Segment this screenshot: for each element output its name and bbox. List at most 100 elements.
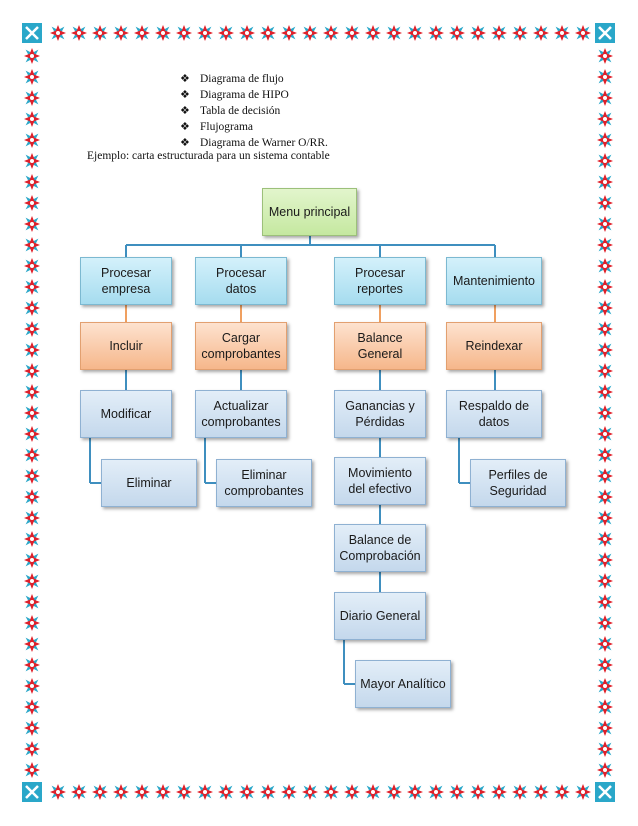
star-motif-icon [554,784,570,800]
actualizar-comprobantes-node: Actualizar comprobantes [195,390,287,438]
star-motif-icon [597,300,613,316]
star-motif-icon [597,216,613,232]
star-motif-icon [597,720,613,736]
star-motif-icon [239,784,255,800]
list-item: ❖Diagrama de Warner O/RR. [180,137,328,149]
star-motif-icon [491,25,507,41]
four-diamond-bullet-icon: ❖ [180,73,190,85]
star-motif-icon [24,195,40,211]
star-motif-icon [24,636,40,652]
star-motif-icon [176,784,192,800]
star-motif-icon [113,25,129,41]
star-motif-icon [449,25,465,41]
incluir-node: Incluir [80,322,172,370]
star-motif-icon [92,25,108,41]
star-motif-icon [597,195,613,211]
star-motif-icon [365,25,381,41]
star-motif-icon [24,405,40,421]
star-motif-icon [597,384,613,400]
star-motif-icon [597,132,613,148]
star-motif-icon [428,25,444,41]
star-motif-icon [197,25,213,41]
star-motif-icon [597,678,613,694]
reindexar-node: Reindexar [446,322,542,370]
four-diamond-bullet-icon: ❖ [180,105,190,117]
star-motif-icon [597,237,613,253]
mayor-analitico-node: Mayor Analítico [355,660,451,708]
star-motif-icon [597,447,613,463]
star-motif-icon [24,531,40,547]
star-motif-icon [575,25,591,41]
star-motif-icon [597,405,613,421]
respaldo-datos-node: Respaldo de datos [446,390,542,438]
star-motif-icon [260,25,276,41]
star-motif-icon [597,174,613,190]
star-motif-icon [24,594,40,610]
star-motif-icon [24,279,40,295]
star-motif-icon [113,784,129,800]
procesar-datos-node: Procesar datos [195,257,287,305]
corner-cross-icon [598,26,612,40]
star-motif-icon [24,216,40,232]
star-motif-icon [24,615,40,631]
star-motif-icon [24,573,40,589]
star-motif-icon [239,25,255,41]
star-motif-icon [597,552,613,568]
star-motif-icon [470,25,486,41]
star-motif-icon [512,784,528,800]
star-motif-icon [386,784,402,800]
procesar-reportes-node: Procesar reportes [334,257,426,305]
star-motif-icon [71,784,87,800]
star-motif-icon [597,531,613,547]
star-motif-icon [50,25,66,41]
list-item: ❖Diagrama de flujo [180,73,284,85]
star-motif-icon [575,784,591,800]
corner-cross-icon [25,26,39,40]
star-motif-icon [24,342,40,358]
star-motif-icon [24,447,40,463]
eliminar-comprobantes-node: Eliminar comprobantes [216,459,312,507]
mantenimiento-node: Mantenimiento [446,257,542,305]
cargar-comprobantes-node: Cargar comprobantes [195,322,287,370]
star-motif-icon [428,784,444,800]
star-motif-icon [24,678,40,694]
star-motif-icon [365,784,381,800]
star-motif-icon [597,363,613,379]
four-diamond-bullet-icon: ❖ [180,121,190,133]
star-motif-icon [24,510,40,526]
star-motif-icon [92,784,108,800]
star-motif-icon [24,69,40,85]
star-motif-icon [24,153,40,169]
star-motif-icon [597,342,613,358]
star-motif-icon [24,258,40,274]
star-motif-icon [24,552,40,568]
star-motif-icon [24,132,40,148]
star-motif-icon [597,279,613,295]
procesar-empresa-node: Procesar empresa [80,257,172,305]
diagram-types-list: ❖Diagrama de flujo ❖Diagrama de HIPO ❖Ta… [180,71,328,151]
star-motif-icon [470,784,486,800]
modificar-node: Modificar [80,390,172,438]
star-motif-icon [24,657,40,673]
star-motif-icon [24,741,40,757]
star-motif-icon [302,25,318,41]
star-motif-icon [512,25,528,41]
star-motif-icon [24,48,40,64]
star-motif-icon [597,426,613,442]
star-motif-icon [597,48,613,64]
star-motif-icon [24,426,40,442]
star-motif-icon [597,111,613,127]
star-motif-icon [24,699,40,715]
star-motif-icon [597,468,613,484]
example-caption: Ejemplo: carta estructurada para un sist… [87,150,330,162]
star-motif-icon [24,90,40,106]
star-motif-icon [597,657,613,673]
star-motif-icon [24,384,40,400]
star-motif-icon [24,489,40,505]
star-motif-icon [554,25,570,41]
star-motif-icon [24,762,40,778]
star-motif-icon [597,573,613,589]
movimiento-efectivo-node: Movimiento del efectivo [334,457,426,505]
